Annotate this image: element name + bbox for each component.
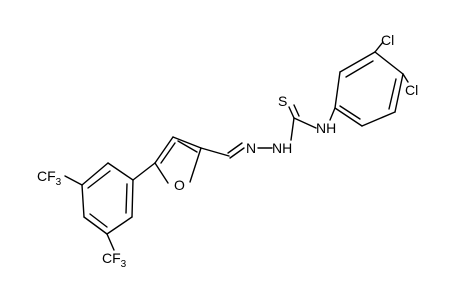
bond-n-ch-a [229, 147, 245, 159]
bond-ring-cl-right [402, 73, 409, 83]
atom-cl-top: Cl [381, 32, 394, 48]
furan-ring [154, 136, 202, 184]
bond-ring-nh [329, 107, 336, 121]
bond-ring-cf3-bottom [106, 233, 115, 251]
bond-cs-double-a [288, 106, 295, 119]
bond-furan-phenyl [132, 162, 156, 181]
dichlorophenyl-ring [334, 51, 404, 127]
bond-ch-furan [200, 147, 230, 157]
bond-cs-nh [290, 117, 295, 141]
bond-ring-cl-top [374, 41, 384, 53]
atom-o-furan: O [174, 177, 185, 193]
atom-nh-right: NH [316, 120, 336, 136]
bond-ring-cf3-left [64, 175, 83, 186]
bond-cs-double-b [293, 104, 300, 117]
bond-n-ch-b [227, 142, 243, 154]
atom-cf3-bottom: CF3 [102, 250, 127, 270]
atom-n-imine: N [246, 140, 256, 156]
bond-nh-cs [293, 117, 317, 129]
atom-cf3-left: CF3 [37, 168, 62, 188]
bis-cf3-phenyl-ring [81, 162, 134, 235]
atom-nh-hydrazine: NH [272, 140, 292, 156]
atom-s-thione: S [278, 93, 287, 109]
atom-cl-right: Cl [405, 82, 418, 98]
